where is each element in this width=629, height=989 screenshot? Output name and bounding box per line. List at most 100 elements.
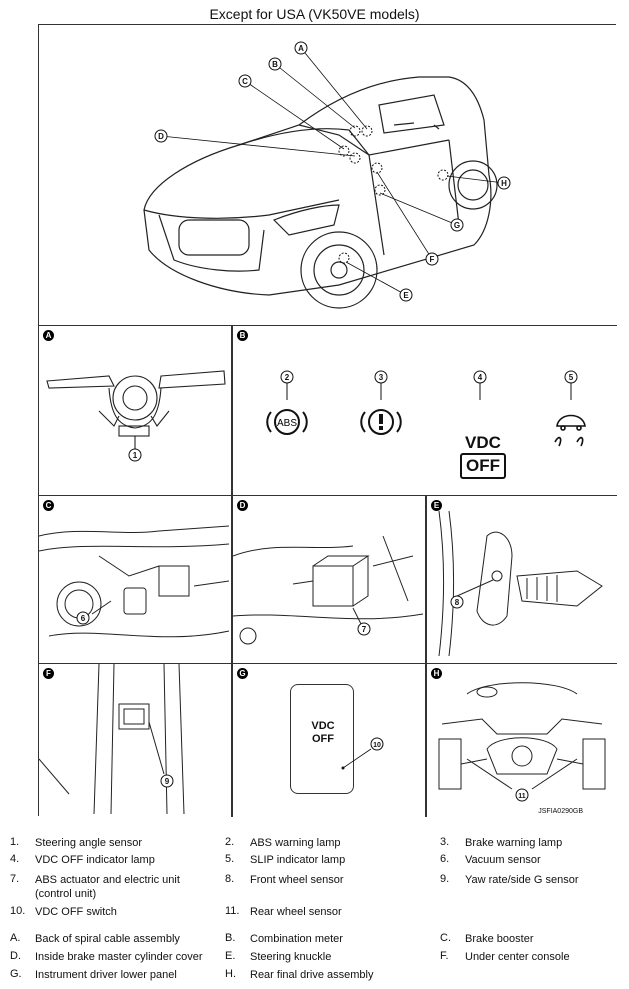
legend-number: H. [225, 968, 236, 980]
svg-text:7: 7 [362, 625, 367, 634]
callout-6: 6 [76, 611, 90, 625]
panel-label-f: F [43, 668, 54, 679]
figure-code: JSFIA0290GB [538, 808, 583, 815]
svg-text:4: 4 [478, 373, 483, 382]
legend-number: 10. [10, 905, 26, 917]
vdc-switch-leader: 10 [341, 737, 384, 770]
spiral-cable-illustration: 1 [46, 370, 226, 462]
legend-text: Front wheel sensor [250, 874, 344, 886]
svg-text:C: C [242, 77, 248, 86]
panel-label-a: A [43, 330, 54, 341]
car-callout-b: B [268, 57, 282, 71]
vdc-off-switch-panel [290, 684, 354, 794]
legend-text: ABS actuator and electric unit (control … [35, 874, 180, 900]
off-lamp-text: OFF [460, 453, 506, 479]
legend-text: Under center console [465, 951, 570, 963]
legend-number: 2. [225, 836, 235, 848]
car-callout-e: E [399, 288, 413, 302]
callout-9: 9 [160, 774, 174, 788]
part-callout-1: 1 [128, 448, 142, 462]
car-callout-c: C [238, 74, 252, 88]
panel-label-c: C [43, 500, 54, 511]
abs-actuator-illustration: 7 [233, 535, 424, 645]
svg-text:2: 2 [285, 373, 290, 382]
panel-c-brake-booster: C 6 [39, 496, 232, 664]
legend-text: SLIP indicator lamp [250, 854, 346, 866]
legend-text: Back of spiral cable assembly [35, 933, 180, 945]
car-callout-h: H [497, 176, 511, 190]
legend-number: 3. [440, 836, 450, 848]
legend-text: VDC OFF indicator lamp [35, 854, 155, 866]
legend-text: ABS warning lamp [250, 837, 341, 849]
legend-number: 11. [225, 905, 240, 917]
legend-number: B. [225, 932, 236, 944]
svg-text:E: E [403, 291, 409, 300]
panel-label-g: G [237, 668, 248, 679]
legend-number: 4. [10, 853, 20, 865]
part-callout-6: 6 [76, 611, 90, 625]
legend-text: VDC OFF switch [35, 906, 117, 918]
legend-number: 7. [10, 873, 20, 885]
svg-text:A: A [298, 44, 304, 53]
callout-1: 1 [128, 448, 142, 462]
car-callout-g: G [450, 218, 464, 232]
svg-text:5: 5 [569, 373, 574, 382]
svg-text:8: 8 [455, 598, 460, 607]
legend-number: 5. [225, 853, 235, 865]
svg-text:9: 9 [165, 777, 170, 786]
brake-warning-lamp-icon [360, 409, 402, 435]
legend-text: Inside brake master cylinder cover [35, 951, 203, 963]
vdc-off-switch: VDC OFF [303, 720, 343, 746]
svg-text:D: D [158, 132, 164, 141]
callout-10: 10 [370, 737, 384, 751]
brake-booster-illustration: 6 [39, 525, 230, 638]
part-callout-2: 2 [280, 370, 294, 384]
vdc-off-indicator-lamp: VDC OFF [453, 433, 513, 479]
callout-11: 11 [515, 788, 529, 802]
part-callout-10: 10 [370, 737, 384, 751]
center-console-illustration: 9 [39, 664, 185, 815]
legend-number: 9. [440, 873, 450, 885]
panel-e-steering-knuckle: E 8 [426, 496, 617, 664]
legend-text: Vacuum sensor [465, 854, 541, 866]
meter-lamps: ABS 2 3 4 5 [266, 370, 586, 447]
panel-b-combination-meter: B ABS [232, 326, 617, 496]
abs-lamp-text: ABS [277, 418, 297, 429]
legend-text: Instrument driver lower panel [35, 969, 177, 981]
vdc-switch-text-1: VDC [311, 720, 335, 732]
svg-text:10: 10 [373, 742, 381, 749]
car-callout-a: A [294, 41, 308, 55]
vdc-lamp-text: VDC [465, 433, 501, 452]
panel-f-center-console: F 9 [39, 664, 232, 817]
legend-number: F. [440, 950, 449, 962]
legend-text: Brake booster [465, 933, 534, 945]
vdc-switch-text-2: OFF [312, 733, 334, 745]
legend-number: 8. [225, 873, 235, 885]
legend-number: 1. [10, 836, 20, 848]
panel-label-b: B [237, 330, 248, 341]
panel-d-abs-actuator: D 7 [232, 496, 426, 664]
diagram-frame: A B C D E F G H A 1 B [38, 24, 617, 817]
legend-text: Brake warning lamp [465, 837, 563, 849]
part-callout-3: 3 [374, 370, 388, 384]
svg-text:6: 6 [81, 614, 86, 623]
svg-text:G: G [454, 221, 460, 230]
panel-label-e: E [431, 500, 442, 511]
legend-text: Steering knuckle [250, 951, 332, 963]
legend-number: A. [10, 932, 21, 944]
part-callout-8: 8 [450, 595, 464, 609]
svg-text:B: B [272, 60, 278, 69]
abs-warning-lamp-icon: ABS [266, 409, 308, 435]
legend-text: Combination meter [250, 933, 343, 945]
svg-text:11: 11 [518, 793, 526, 800]
steering-knuckle-illustration: 8 [438, 510, 603, 657]
svg-text:1: 1 [133, 451, 138, 460]
panel-label-d: D [237, 500, 248, 511]
part-callout-9: 9 [160, 774, 174, 788]
legend-number: G. [10, 968, 22, 980]
legend-text: Rear final drive assembly [250, 969, 374, 981]
callout-8: 8 [450, 595, 464, 609]
panel-g-instrument-lower-panel: G VDC OFF 10 [232, 664, 426, 817]
